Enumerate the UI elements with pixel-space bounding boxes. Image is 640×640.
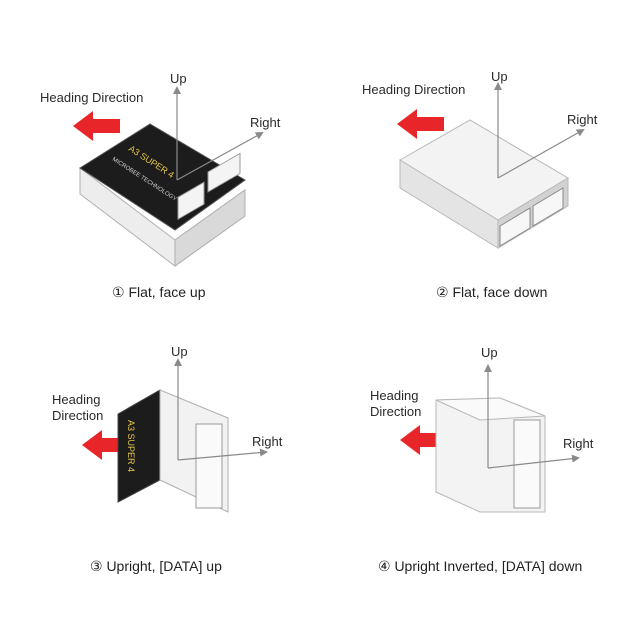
- connector-block: [532, 187, 564, 227]
- heading-arrow-icon: [82, 430, 118, 460]
- caption: ④ Upright Inverted, [DATA] down: [378, 558, 583, 574]
- heading-arrow-icon: [400, 425, 438, 455]
- up-label: Up: [171, 344, 188, 359]
- connector-block: [207, 152, 241, 193]
- heading-direction-label: Heading Direction: [52, 392, 103, 424]
- board-text: A3 SUPER 4: [126, 420, 136, 472]
- heading-label-line: Heading: [370, 388, 419, 403]
- heading-label-line: Direction: [52, 408, 104, 423]
- heading-label-line: Direction: [370, 404, 422, 419]
- right-label: Right: [567, 112, 598, 127]
- up-label: Up: [491, 69, 508, 84]
- caption: ③ Upright, [DATA] up: [90, 558, 222, 574]
- caption: ② Flat, face down: [436, 284, 548, 300]
- heading-arrow-icon: [73, 111, 120, 141]
- up-label: Up: [481, 345, 498, 360]
- heading-direction-label: Heading Direction: [40, 90, 144, 105]
- right-axis: [487, 454, 580, 469]
- right-label: Right: [252, 434, 283, 449]
- panel-upright-inverted-data-down: [400, 364, 580, 513]
- heading-direction-label: Heading Direction: [370, 388, 421, 420]
- right-label: Right: [563, 436, 594, 451]
- panel-flat-face-down: [397, 82, 585, 249]
- right-label: Right: [250, 115, 281, 130]
- panel-upright-data-up: A3 SUPER 4: [82, 358, 268, 513]
- right-axis: [176, 132, 264, 181]
- heading-direction-label: Heading Direction: [362, 82, 466, 97]
- right-axis: [177, 448, 268, 461]
- right-axis: [497, 129, 585, 179]
- connector-block: [195, 423, 223, 509]
- panel-flat-face-up: A3 SUPER 4 MICROBEE TECHNOLOGY: [73, 86, 264, 267]
- device-board: [117, 389, 161, 503]
- connector-block: [177, 181, 205, 221]
- heading-arrow-icon: [397, 109, 444, 139]
- caption: ① Flat, face up: [112, 284, 206, 300]
- connector-block: [499, 207, 531, 247]
- up-label: Up: [170, 71, 187, 86]
- heading-label-line: Heading: [52, 392, 101, 407]
